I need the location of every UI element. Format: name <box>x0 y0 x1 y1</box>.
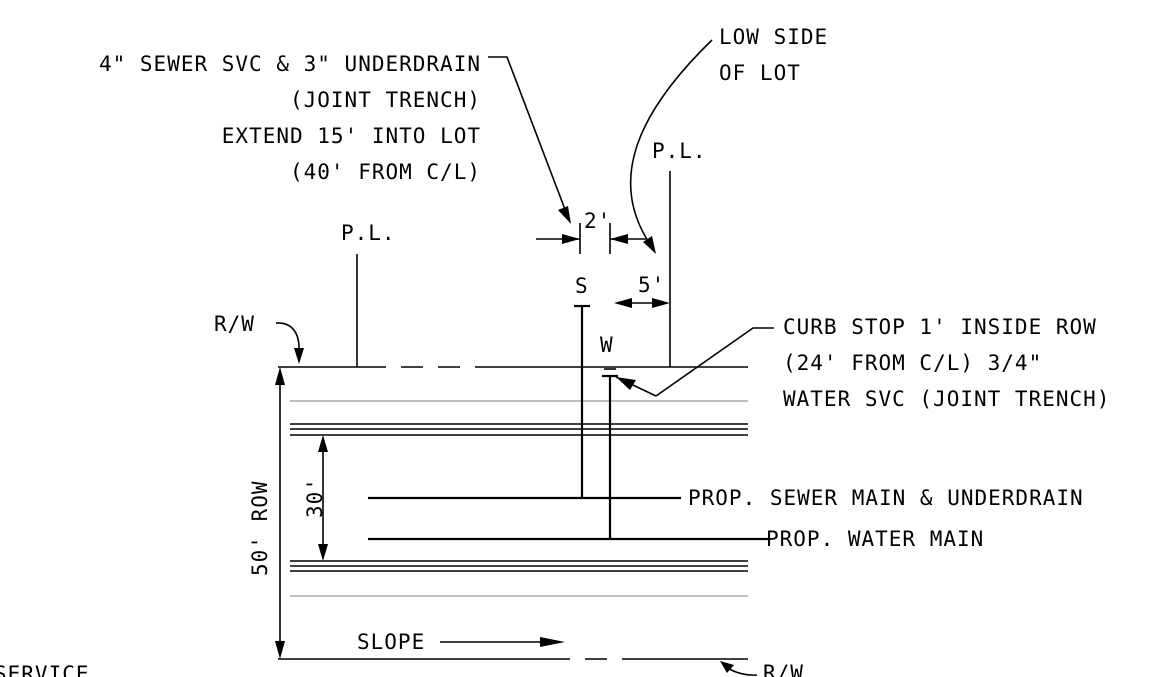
dimension-5ft <box>614 298 670 308</box>
water-main-label: PROP. WATER MAIN <box>766 527 984 551</box>
top-curb-lines <box>290 423 748 436</box>
sewer-main-label: PROP. SEWER MAIN & UNDERDRAIN <box>688 486 1084 510</box>
sewer-note-line2: (JOINT TRENCH) <box>290 88 481 112</box>
street-30-dimension <box>318 435 328 561</box>
street-30-label: 30' <box>303 477 327 518</box>
service-cut-label: SERVICE <box>0 662 90 677</box>
sewer-note-leader <box>488 56 571 224</box>
low-side-line2: OF LOT <box>719 61 801 85</box>
curb-stop-leader <box>615 327 774 397</box>
dimension-2ft-label: 2' <box>584 209 611 233</box>
slope-arrow <box>440 637 565 647</box>
sewer-note-line3: EXTEND 15' INTO LOT <box>222 124 481 148</box>
sewer-note-line4: (40' FROM C/L) <box>290 160 481 184</box>
curb-stop-line2: (24' FROM C/L) 3/4" <box>783 351 1042 375</box>
right-of-way-label-bottom: R/W <box>763 661 804 677</box>
water-service-tag: W <box>600 333 614 357</box>
slope-label: SLOPE <box>357 630 425 654</box>
rw-bottom-leader <box>720 661 758 676</box>
low-side-leader <box>629 39 713 254</box>
bottom-curb-lines <box>290 560 748 572</box>
property-line-label-left: P.L. <box>341 221 396 245</box>
rw-top-leader <box>275 322 304 364</box>
row-50-dimension <box>275 367 285 659</box>
curb-stop-line1: CURB STOP 1' INSIDE ROW <box>783 315 1097 339</box>
dimension-5ft-label: 5' <box>638 273 665 297</box>
sewer-service-tag: S <box>575 274 589 298</box>
water-service-line <box>602 368 618 539</box>
low-side-line1: LOW SIDE <box>719 25 828 49</box>
right-of-way-label-top: R/W <box>214 312 255 336</box>
property-line-label-right: P.L. <box>652 139 707 163</box>
row-50-label: 50' ROW <box>248 480 272 576</box>
dimension-2ft <box>536 223 646 254</box>
sewer-service-line <box>574 304 590 498</box>
sewer-note-line1: 4" SEWER SVC & 3" UNDERDRAIN <box>99 52 481 76</box>
curb-stop-line3: WATER SVC (JOINT TRENCH) <box>783 387 1110 411</box>
